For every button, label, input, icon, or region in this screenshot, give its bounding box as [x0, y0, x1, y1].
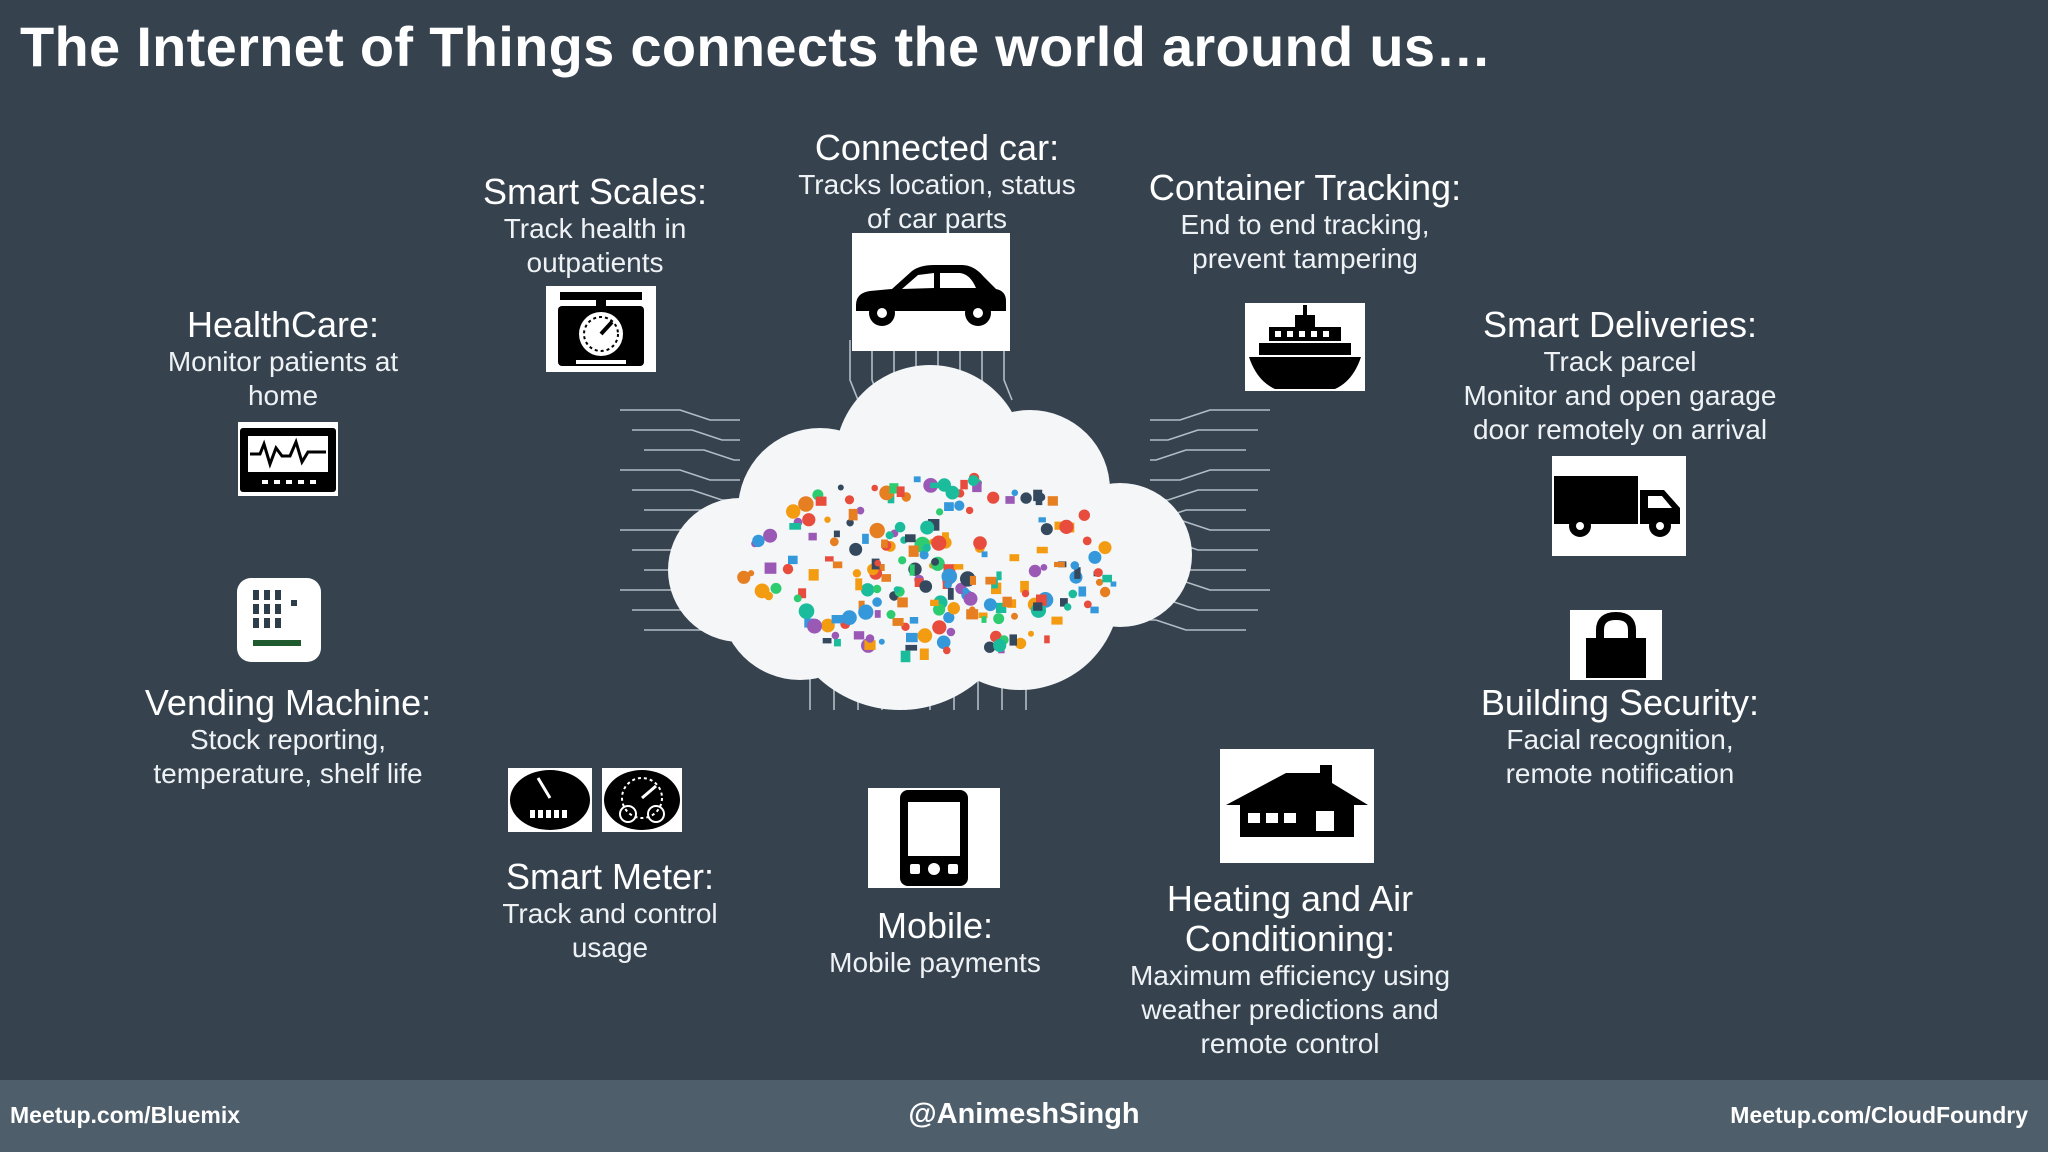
smart-deliveries-desc-line: door remotely on arrival [1472, 414, 1768, 445]
container-tracking-heading: Container Tracking: [1148, 167, 1462, 208]
healthcare-item: HealthCare: Monitor patients at home [143, 305, 423, 413]
smart-scales-desc-line: outpatients [526, 247, 664, 278]
smart-scales-item: Smart Scales: Track health in outpatient… [455, 172, 735, 280]
vending-machine-item: Vending Machine: Stock reporting, temper… [128, 683, 448, 791]
connected-car-desc-line: Tracks location, status [798, 169, 1076, 200]
hvac-heading-line: Heating and Air [1166, 878, 1414, 919]
vending-machine-desc-line: Stock reporting, [189, 724, 387, 755]
heart-monitor-icon [238, 422, 338, 496]
footer-twitter-handle: @AnimeshSingh [908, 1098, 1140, 1130]
footer-left-link[interactable]: Meetup.com/Bluemix [10, 1102, 241, 1128]
building-security-desc-line: Facial recognition, [1506, 724, 1734, 755]
cloud-app-icons [737, 472, 1117, 663]
house-icon [1220, 749, 1374, 863]
car-icon [852, 233, 1010, 351]
mobile-item: Mobile: Mobile payments [800, 906, 1070, 980]
slide-title: The Internet of Things connects the worl… [20, 15, 1492, 78]
building-security-item: Building Security: Facial recognition, r… [1440, 683, 1800, 791]
vending-machine-icon [237, 578, 321, 662]
meter-icon [602, 768, 682, 832]
cloud-shape [668, 365, 1192, 710]
vending-machine-desc-line: temperature, shelf life [153, 758, 423, 789]
connected-car-item: Connected car: Tracks location, status o… [772, 128, 1102, 236]
scale-icon [546, 286, 656, 372]
container-tracking-item: Container Tracking: End to end tracking,… [1140, 168, 1470, 276]
healthcare-desc-line: home [247, 380, 319, 411]
hvac-desc-line: Maximum efficiency using [1129, 960, 1451, 991]
connected-car-heading: Connected car: [814, 127, 1060, 168]
mobile-desc-line: Mobile payments [829, 947, 1041, 978]
container-tracking-desc-line: prevent tampering [1192, 243, 1418, 274]
meter-icon [508, 768, 592, 832]
smart-deliveries-heading: Smart Deliveries: [1482, 304, 1758, 345]
truck-icon [1552, 456, 1686, 556]
smart-scales-heading: Smart Scales: [482, 171, 708, 212]
mobile-phone-icon [868, 788, 1000, 888]
vending-machine-heading: Vending Machine: [144, 682, 432, 723]
hvac-desc-line: remote control [1200, 1028, 1380, 1059]
smart-deliveries-item: Smart Deliveries: Track parcel Monitor a… [1420, 305, 1820, 447]
mobile-heading: Mobile: [876, 905, 994, 946]
container-tracking-desc-line: End to end tracking, [1180, 209, 1430, 240]
smart-meter-desc-line: usage [571, 932, 649, 963]
healthcare-heading: HealthCare: [186, 304, 380, 345]
smart-deliveries-desc-line: Track parcel [1543, 346, 1697, 377]
building-security-desc-line: remote notification [1505, 758, 1735, 789]
smart-meter-desc-line: Track and control [502, 898, 718, 929]
footer-right-link[interactable]: Meetup.com/CloudFoundry [1730, 1102, 2028, 1128]
footer-bar: Meetup.com/Bluemix @AnimeshSingh Meetup.… [0, 1080, 2048, 1152]
smart-scales-desc-line: Track health in [503, 213, 687, 244]
healthcare-desc-line: Monitor patients at [167, 346, 399, 377]
hvac-desc-line: weather predictions and [1141, 994, 1439, 1025]
hvac-heading-line: Conditioning: [1184, 918, 1396, 959]
smart-deliveries-desc-line: Monitor and open garage [1463, 380, 1777, 411]
iot-cloud-diagram [620, 340, 1270, 710]
hvac-item: Heating and Air Conditioning: Maximum ef… [1110, 879, 1470, 1061]
ship-icon [1245, 303, 1365, 391]
smart-meter-item: Smart Meter: Track and control usage [470, 857, 750, 965]
building-security-heading: Building Security: [1480, 682, 1760, 723]
lock-icon [1570, 610, 1662, 680]
smart-meter-heading: Smart Meter: [505, 856, 715, 897]
connected-car-desc-line: of car parts [866, 203, 1008, 234]
